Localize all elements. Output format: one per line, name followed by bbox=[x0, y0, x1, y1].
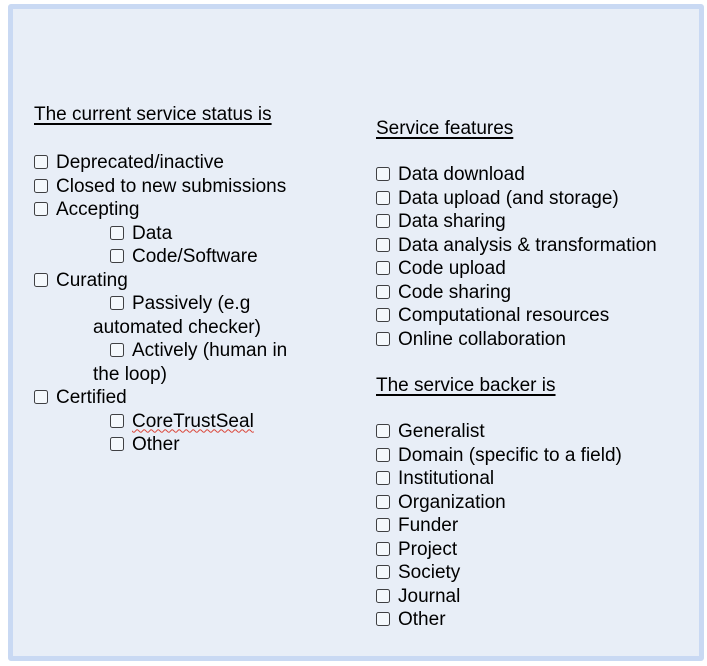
checkbox-item: Closed to new submissions bbox=[34, 175, 356, 199]
section-heading-features: Service features bbox=[376, 118, 514, 139]
checkbox[interactable] bbox=[376, 331, 390, 346]
checkbox-item: Code/Software bbox=[93, 245, 293, 269]
checkbox-item: Institutional bbox=[376, 467, 694, 491]
checkbox[interactable] bbox=[376, 518, 390, 532]
checkbox[interactable] bbox=[110, 413, 124, 428]
checkbox-item: Data download bbox=[376, 163, 694, 187]
checkbox-item: Curating bbox=[34, 269, 356, 293]
checkbox[interactable] bbox=[110, 296, 124, 310]
checkbox-item: Journal bbox=[376, 585, 694, 609]
checkbox-item: Passively (e.g automated checker) bbox=[93, 292, 293, 339]
item-label: Deprecated/inactive bbox=[56, 152, 224, 173]
checkbox-item: CoreTrustSeal bbox=[93, 410, 293, 434]
checkbox-item: Actively (human in the loop) bbox=[93, 339, 293, 386]
item-label: Organization bbox=[398, 491, 506, 513]
checkbox[interactable] bbox=[376, 494, 390, 509]
checkbox-item: Code upload bbox=[376, 257, 694, 281]
checkbox-item: Certified bbox=[34, 386, 356, 410]
checkbox[interactable] bbox=[376, 308, 390, 322]
item-label: Online collaboration bbox=[398, 328, 566, 350]
item-label: Data upload (and storage) bbox=[398, 187, 619, 209]
item-label: Computational resources bbox=[398, 305, 610, 326]
checkbox[interactable] bbox=[376, 471, 390, 485]
item-label: Other bbox=[398, 609, 446, 630]
item-label: Data sharing bbox=[398, 211, 506, 232]
checkbox-item: Generalist bbox=[376, 420, 694, 444]
item-label: Code upload bbox=[398, 258, 506, 279]
item-label: Society bbox=[398, 562, 461, 583]
checkbox[interactable] bbox=[110, 225, 124, 240]
checkbox-item: Data upload (and storage) bbox=[376, 187, 694, 211]
checkbox[interactable] bbox=[376, 588, 390, 603]
checkbox[interactable] bbox=[34, 272, 48, 287]
checkbox[interactable] bbox=[376, 612, 390, 626]
checkbox-item: Accepting bbox=[34, 198, 356, 222]
item-label: Institutional bbox=[398, 468, 495, 489]
item-label: Data download bbox=[398, 164, 525, 185]
checkbox-item: Code sharing bbox=[376, 281, 694, 305]
checkbox[interactable] bbox=[376, 190, 390, 205]
checkbox[interactable] bbox=[34, 178, 48, 193]
item-label: Code/Software bbox=[132, 246, 258, 267]
checkbox-item: Project bbox=[376, 538, 694, 562]
checkbox[interactable] bbox=[376, 447, 390, 462]
checkbox-item: Other bbox=[93, 433, 293, 457]
section-service-status: The current service status is Deprecated… bbox=[34, 103, 356, 457]
checkbox-item: Domain (specific to a field) bbox=[376, 444, 694, 468]
checkbox-item: Online collaboration bbox=[376, 328, 694, 352]
checkbox[interactable] bbox=[34, 202, 48, 216]
checkbox[interactable] bbox=[376, 237, 390, 252]
checkbox-item: Data bbox=[93, 222, 293, 246]
checkbox[interactable] bbox=[34, 155, 48, 169]
item-label: Curating bbox=[56, 269, 128, 291]
item-label: Project bbox=[398, 538, 458, 560]
item-label: Journal bbox=[398, 585, 461, 607]
item-label: CoreTrustSeal bbox=[132, 410, 254, 432]
checkbox-item: Deprecated/inactive bbox=[34, 151, 356, 175]
checkbox-item: Organization bbox=[376, 491, 694, 515]
section-heading-status: The current service status is bbox=[34, 104, 272, 125]
checkbox-item: Other bbox=[376, 608, 694, 632]
checkbox[interactable] bbox=[376, 214, 390, 228]
item-label: Generalist bbox=[398, 421, 485, 442]
checkbox[interactable] bbox=[110, 437, 124, 451]
checkbox[interactable] bbox=[34, 390, 48, 404]
form-panel bbox=[8, 4, 704, 661]
item-label: Certified bbox=[56, 387, 127, 408]
checkbox[interactable] bbox=[376, 261, 390, 275]
item-label: Accepting bbox=[56, 199, 140, 220]
item-label: Other bbox=[132, 434, 180, 455]
item-label: Actively (human in the loop) bbox=[93, 340, 288, 385]
checkbox-item: Funder bbox=[376, 514, 694, 538]
item-label: Data analysis & transformation bbox=[398, 234, 657, 256]
section-heading-backer: The service backer is bbox=[376, 375, 556, 396]
checkbox[interactable] bbox=[110, 249, 124, 263]
checkbox-item: Society bbox=[376, 561, 694, 585]
checkbox[interactable] bbox=[376, 167, 390, 181]
checkbox-item: Data analysis & transformation bbox=[376, 234, 694, 258]
checkbox[interactable] bbox=[376, 541, 390, 556]
checkbox[interactable] bbox=[376, 284, 390, 299]
checkbox-item: Data sharing bbox=[376, 210, 694, 234]
item-label: Data bbox=[132, 222, 173, 244]
checkbox[interactable] bbox=[376, 565, 390, 579]
item-label: Funder bbox=[398, 515, 459, 536]
item-label: Closed to new submissions bbox=[56, 175, 287, 197]
item-label: Passively (e.g automated checker) bbox=[93, 293, 261, 338]
checkbox[interactable] bbox=[110, 343, 124, 357]
checkbox-item: Computational resources bbox=[376, 304, 694, 328]
checkbox[interactable] bbox=[376, 424, 390, 438]
item-label: Code sharing bbox=[398, 281, 512, 303]
item-label: Domain (specific to a field) bbox=[398, 444, 622, 466]
